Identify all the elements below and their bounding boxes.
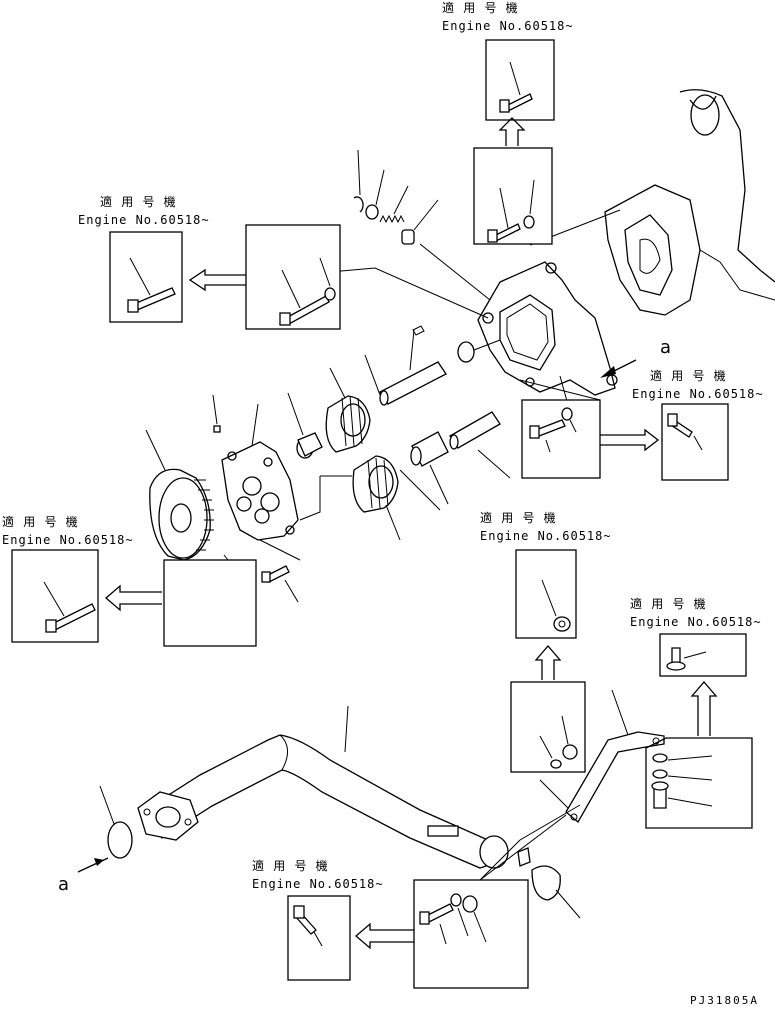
callout-upper-left xyxy=(109,224,341,330)
label-jp: 適 用 号 機 xyxy=(2,514,79,529)
applicability-label-right-lower: 適 用 号 機 Engine No.60518~ xyxy=(630,596,762,629)
reference-mark-lower: a xyxy=(58,857,109,895)
suction-pipe xyxy=(137,705,509,869)
drive-gear xyxy=(145,429,214,561)
relief-valve-parts xyxy=(353,149,491,301)
label-jp: 適 用 号 機 xyxy=(650,368,727,383)
drawing-code: PJ31805A xyxy=(690,994,759,1007)
applicability-label-top: 適 用 号 機 Engine No.60518~ xyxy=(442,0,574,33)
applicability-label-upper-left: 適 用 号 機 Engine No.60518~ xyxy=(78,194,210,227)
applicability-label-bottom: 適 用 号 機 Engine No.60518~ xyxy=(252,858,384,891)
applicability-label-left: 適 用 号 機 Engine No.60518~ xyxy=(2,514,134,547)
applicability-label-center: 適 用 号 機 Engine No.60518~ xyxy=(480,510,612,543)
label-en: Engine No.60518~ xyxy=(252,877,384,891)
callout-left xyxy=(11,549,257,647)
pump-cover xyxy=(212,394,299,541)
ref-mark-a-lower: a xyxy=(58,874,69,895)
applicability-label-right-middle: 適 用 号 機 Engine No.60518~ xyxy=(632,368,764,401)
label-jp: 適 用 号 機 xyxy=(100,194,177,209)
connection-lines xyxy=(329,209,621,901)
callout-bottom xyxy=(287,879,529,989)
callout-right-lower xyxy=(645,633,753,829)
gasket xyxy=(99,785,133,859)
label-en: Engine No.60518~ xyxy=(632,387,764,401)
pipe-bracket xyxy=(517,689,665,919)
callout-top xyxy=(473,39,555,245)
label-jp: 適 用 号 機 xyxy=(480,510,557,525)
callout-center xyxy=(510,549,586,773)
label-jp: 適 用 号 機 xyxy=(252,858,329,873)
label-jp: 適 用 号 機 xyxy=(630,596,707,611)
pump-shafts-and-gears xyxy=(287,325,511,541)
label-en: Engine No.60518~ xyxy=(442,19,574,33)
callout-right-middle xyxy=(521,399,729,481)
label-en: Engine No.60518~ xyxy=(630,615,762,629)
label-jp: 適 用 号 機 xyxy=(442,0,519,15)
label-en: Engine No.60518~ xyxy=(480,529,612,543)
ref-mark-a-upper: a xyxy=(660,337,671,358)
label-en: Engine No.60518~ xyxy=(2,533,134,547)
engine-block xyxy=(604,89,775,316)
reference-mark-upper: a xyxy=(600,337,671,378)
label-en: Engine No.60518~ xyxy=(78,213,210,227)
oil-pump-body xyxy=(477,261,618,396)
